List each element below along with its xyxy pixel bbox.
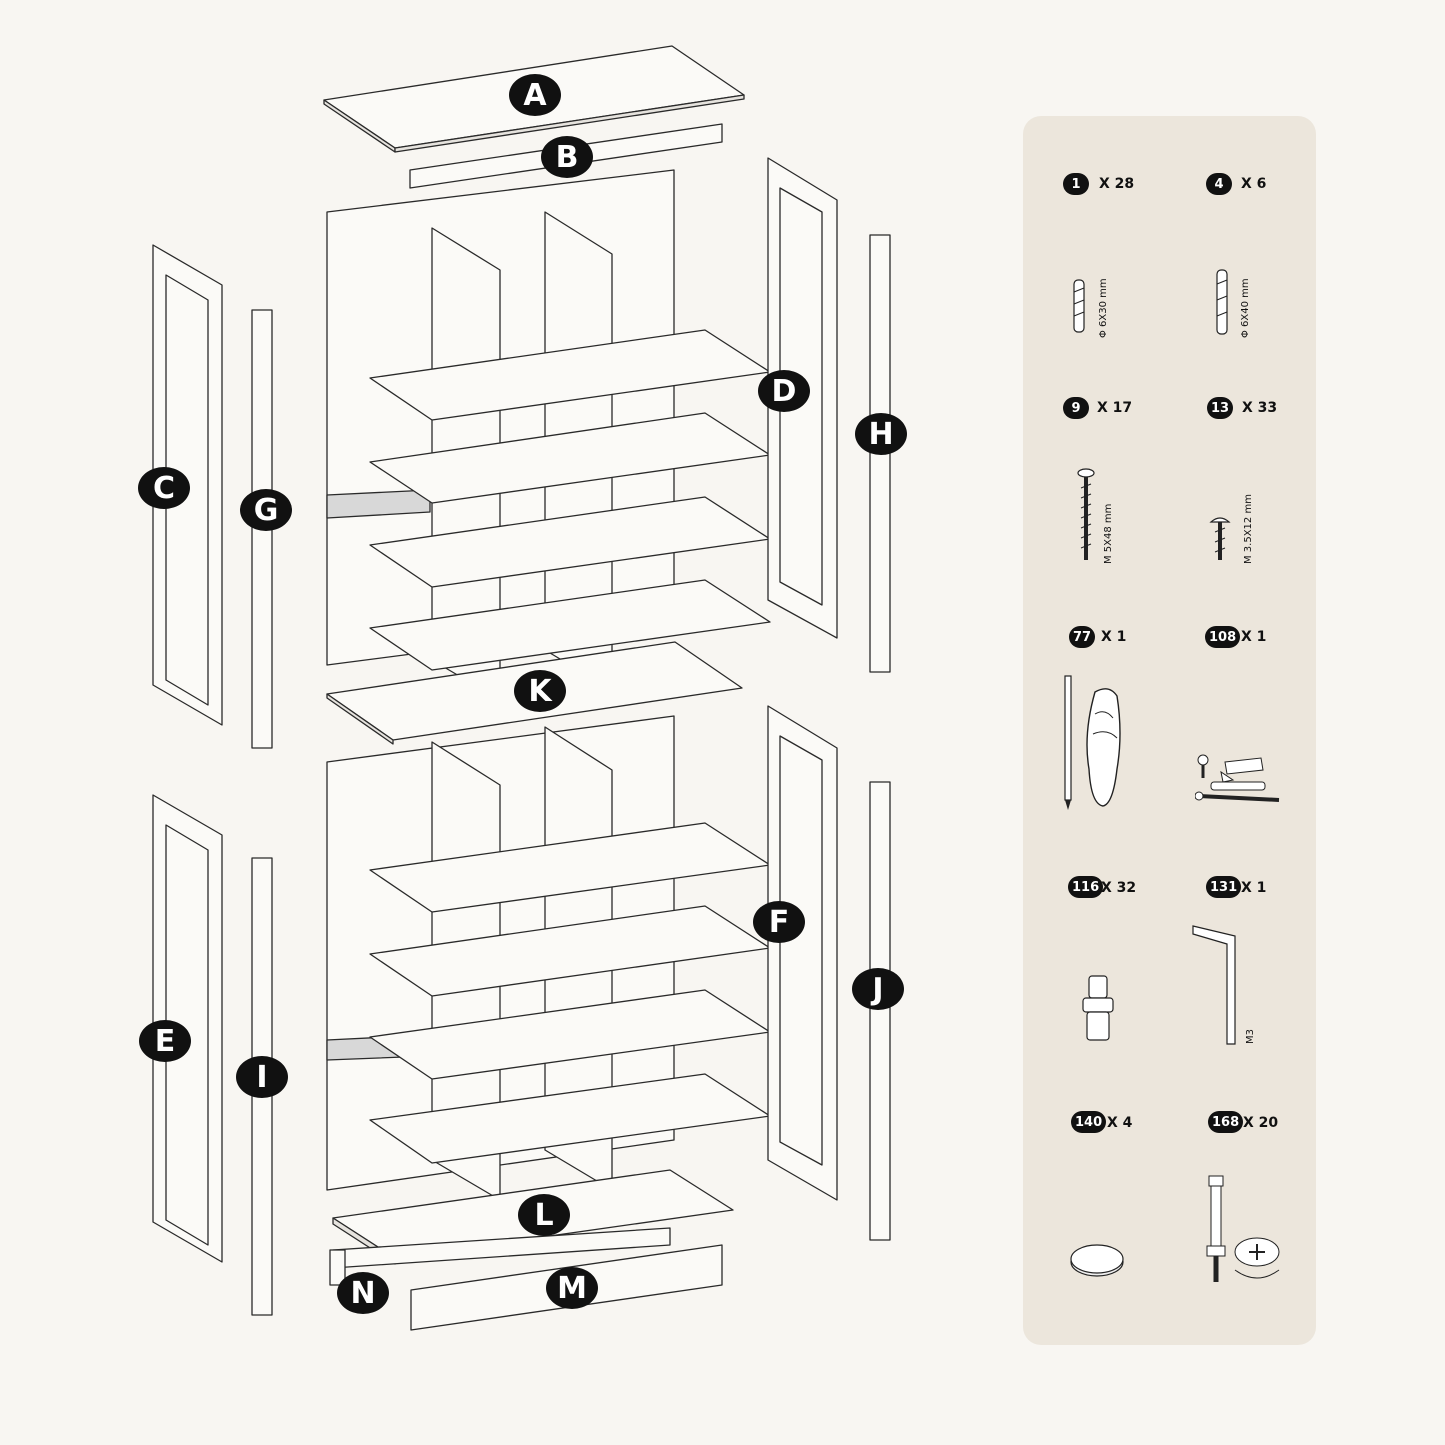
dowel-icon xyxy=(1073,279,1085,333)
long-screw-icon xyxy=(1077,468,1095,560)
hardware-id-badge: 108 xyxy=(1205,626,1241,648)
upper-shelf-4 xyxy=(369,579,771,671)
part-label-e: E xyxy=(139,1020,191,1062)
hardware-quantity: X 1 xyxy=(1241,629,1267,645)
hardware-spec: M 5X48 mm xyxy=(1103,503,1114,564)
part-label-j: J xyxy=(852,968,904,1010)
anti-tip-kit-icon xyxy=(1195,754,1280,802)
felt-pad-icon xyxy=(1070,1244,1124,1277)
part-label-n: N xyxy=(337,1272,389,1314)
part-label-b: B xyxy=(541,136,593,178)
part-label-l: L xyxy=(518,1194,570,1236)
hardware-quantity: X 33 xyxy=(1242,400,1278,416)
hardware-id-badge: 1 xyxy=(1063,173,1089,195)
screwdriver-icon xyxy=(1064,675,1121,810)
hardware-quantity: X 4 xyxy=(1107,1115,1133,1131)
hardware-quantity: X 32 xyxy=(1101,880,1137,896)
hardware-id-badge: 13 xyxy=(1207,397,1234,419)
hardware-spec: Φ 6X30 mm xyxy=(1098,278,1109,338)
part-label-c: C xyxy=(138,467,190,509)
part-j-lower-right-rail xyxy=(869,781,891,1241)
hardware-quantity: X 6 xyxy=(1241,176,1267,192)
hardware-spec: M 3.5X12 mm xyxy=(1243,494,1254,564)
part-label-f: F xyxy=(753,901,805,943)
hardware-quantity: X 28 xyxy=(1099,176,1135,192)
cam-dowel-icon xyxy=(1082,975,1114,1041)
hardware-id-badge: 140 xyxy=(1071,1111,1107,1133)
allen-key-icon xyxy=(1192,925,1236,1045)
part-label-k: K xyxy=(514,670,566,712)
part-label-g: G xyxy=(240,489,292,531)
hardware-quantity: X 17 xyxy=(1097,400,1133,416)
hardware-id-badge: 116 xyxy=(1068,876,1104,898)
small-screw-icon xyxy=(1209,517,1231,560)
part-label-i: I xyxy=(236,1056,288,1098)
hardware-quantity: X 1 xyxy=(1101,629,1127,645)
part-label-d: D xyxy=(758,370,810,412)
hardware-quantity: X 1 xyxy=(1241,880,1267,896)
long-dowel-icon xyxy=(1216,269,1228,335)
hardware-spec: Φ 6X40 mm xyxy=(1240,278,1251,338)
hardware-id-badge: 77 xyxy=(1069,626,1096,648)
hardware-id-badge: 168 xyxy=(1208,1111,1244,1133)
hardware-quantity: X 20 xyxy=(1243,1115,1279,1131)
cam-lock-icon xyxy=(1206,1175,1280,1282)
part-label-a: A xyxy=(509,74,561,116)
hardware-panel: 1 X 28 Φ 6X30 mm 4 X 6 Φ 6X40 mm 9 X 17 … xyxy=(1023,116,1316,1345)
part-label-h: H xyxy=(855,413,907,455)
hardware-id-badge: 131 xyxy=(1206,876,1242,898)
part-label-m: M xyxy=(546,1267,598,1309)
hardware-id-badge: 9 xyxy=(1063,397,1089,419)
hardware-spec: M3 xyxy=(1245,1029,1256,1044)
hardware-id-badge: 4 xyxy=(1206,173,1232,195)
